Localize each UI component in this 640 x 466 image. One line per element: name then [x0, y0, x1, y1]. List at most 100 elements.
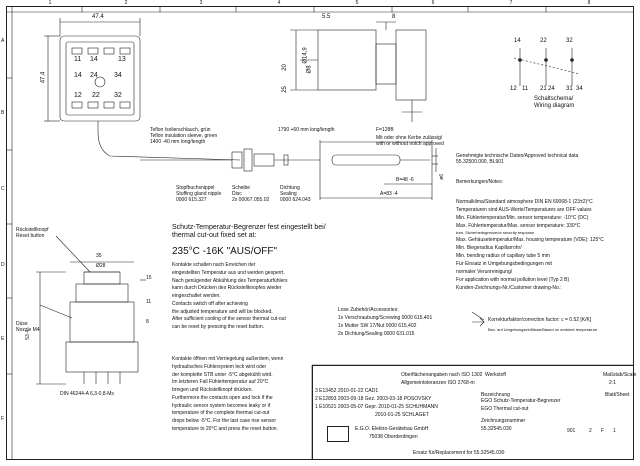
teflon-length: 1400 -40 mm long/length	[150, 138, 206, 145]
tb-drawing-no: 55.32545.030	[481, 426, 512, 432]
stopf-en: Stuffing gland nipple	[176, 190, 222, 197]
dim-reset-v: 15	[146, 275, 152, 281]
terminal-14b: 14	[74, 72, 82, 79]
tech-data-title: Genehmigte technische Daten/Approved tec…	[456, 153, 579, 166]
wiring-label-en: Wiring diagram	[534, 102, 575, 109]
nozzle-en: Nozzle M4	[16, 326, 40, 333]
diagram-34: 34	[576, 86, 583, 92]
sealing-label: Dichtung Sealing 0000 624.043	[280, 185, 311, 203]
tb-scale-label: Maßstab/Scale	[603, 372, 637, 378]
note-2: Temperaturen sind AUS-Werte/Temperatures…	[456, 207, 592, 213]
col-8: 8	[587, 0, 591, 6]
drawn-name: POSOVSKY	[403, 396, 432, 402]
title-block: Oberflächenangaben nach ISO 1302 Allgeme…	[312, 365, 637, 460]
tech-title-line1: Genehmigte technische Daten/Approved tec…	[456, 153, 579, 159]
fixed-set-value: 235°C -16K "AUS/OFF"	[172, 246, 278, 257]
col-7: 7	[509, 0, 513, 6]
dim-side-height: 47.4	[40, 71, 47, 84]
rev1-ref: E10521	[319, 404, 337, 410]
dim-right-v2: 25	[281, 86, 288, 93]
dim-reset-8: 8	[146, 319, 149, 325]
diagram-31: 31	[566, 86, 573, 92]
function-text-1: Kontakte schalten nach Erreichen der ein…	[172, 262, 288, 332]
wiring-label-de: Schaltschema/	[534, 96, 574, 102]
dim-phi: ø6	[439, 173, 446, 180]
diagram-24: 24	[548, 86, 555, 92]
tb-approved: 2010-01-25 SCHLAGET	[375, 412, 429, 418]
sealing-en: Sealing	[280, 190, 297, 197]
notch-de: Mit oder ohne Kerbe zulässig/	[376, 135, 443, 141]
notes-heading: Bemerkungen/Notes:	[456, 179, 503, 185]
row-f: F	[1, 416, 5, 422]
accessory-1: 1x Verschraubung/Screwing 0000 615.401	[338, 315, 433, 321]
accessories-list: Lose Zubehör/Accessories: 1x Verschraubu…	[338, 306, 432, 338]
rev2-ref: E12893	[319, 396, 337, 402]
checked-name: SCHUHMANN	[405, 404, 438, 410]
note-11: For application with normal pollution le…	[456, 277, 570, 284]
en1-line-1: Contacts switch off after achieving	[172, 300, 248, 307]
de2-line-2: hydraulisches Fühlersystem leck wird ode…	[172, 363, 267, 370]
tb-surface: Oberflächenangaben nach ISO 1302	[401, 372, 483, 378]
cap-len-tol: +60 mm long/length	[290, 127, 335, 133]
en1-line-4: can be reset by pressing the reset butto…	[172, 324, 264, 330]
correction-factor: Korrekturfaktor/correction factor: c = 0…	[488, 317, 592, 323]
rev3-name: CAD1	[364, 388, 379, 394]
terminal-34: 34	[114, 72, 122, 79]
note-5: bzw. Sicherheitsgrenze/or security respo…	[456, 230, 535, 235]
dim-right-h2: 8	[392, 14, 396, 20]
tb-title-1: EGO Schutz-Temperatur-Begrenzer	[481, 398, 561, 404]
en1-line-3: After sufficient cooling of the sensor t…	[172, 316, 286, 323]
accessory-3: 2x Dichtung/Sealing 0000 631.015	[338, 331, 415, 337]
tb-rev-3: 3 E13452 2010-01-22 CAD1	[315, 388, 378, 394]
note-3: Min. Fühlertemperatur/Min. sensor temper…	[456, 215, 589, 221]
tb-scale: 2:1	[609, 380, 616, 386]
dim-cap-len: 1790 +60 mm long/length	[278, 127, 335, 134]
note-10: normaler Verunreinigung/	[456, 269, 513, 276]
dim-right-d1: Ø14,9	[302, 47, 309, 64]
diagram-11: 11	[522, 86, 529, 92]
note-4: Max. Fühlertemperatur/Max. sensor temper…	[456, 223, 581, 229]
tb-tolerances: Allgemeintoleranzen ISO 2768-m	[401, 380, 475, 386]
dim-right-h1: 5.5	[322, 14, 331, 20]
diagram-32: 32	[566, 38, 573, 44]
de1-line-1: Kontakte schalten nach Erreichen der	[172, 262, 256, 268]
diagram-14: 14	[514, 38, 521, 44]
tb-title-2: EGO Thermal cut-out	[481, 406, 529, 412]
dim-right-d2: Ø8	[306, 65, 313, 74]
terminal-12: 12	[74, 92, 82, 99]
row-c: C	[1, 186, 5, 192]
de2-line-3: der komplette STB unter -5°C abgekühlt w…	[172, 371, 273, 378]
note-1: Normalklima/Standard atmosphere DIN EN 6…	[456, 199, 593, 205]
dim-reset-d: Ø28	[96, 263, 106, 269]
disc-de: Scheibe	[232, 185, 251, 191]
din-label: DIN 46244-A 6,3-0,8-Ms	[60, 391, 114, 397]
tb-blatt: 1	[613, 428, 616, 434]
dim-reset-1: 11	[146, 299, 152, 305]
col-6: 6	[431, 0, 435, 6]
tb-city: 75038 Oberderdingen	[369, 434, 418, 440]
nozzle-de: Düse	[16, 321, 28, 327]
tb-sheet-label: Blatt/Sheet	[605, 392, 630, 398]
dim-reset-w: 35	[96, 253, 102, 259]
row-a: A	[1, 38, 5, 44]
rev2-date: 2003-09-18	[337, 396, 364, 402]
de2-line-9: drops below -5°C. For the last case rise…	[172, 418, 276, 424]
reset-de: Rückstellknopf	[16, 227, 49, 233]
note-6: Max. Gehäusetemperatur/Max. housing temp…	[456, 237, 604, 244]
disc-label: Scheibe Disc 2x 00067.055.02	[232, 185, 269, 203]
notch-label: Mit oder ohne Kerbe zulässig/ with or wi…	[376, 135, 444, 148]
correction-note: Bez. auf Umgebungseinflüsse/Based on amb…	[488, 327, 598, 332]
drawn-date: 2003-03-18	[376, 396, 403, 402]
cap-len-value: 1790	[278, 127, 290, 133]
disc-en: Disc	[232, 190, 242, 197]
de2-line-6: Furthermore the contacts open and lock i…	[172, 394, 273, 401]
de1-line-3: Nach genügender Abkühlung des Temperatur…	[172, 277, 288, 284]
col-2: 2	[124, 0, 128, 6]
col-3: 3	[199, 0, 203, 6]
de2-line-1: Kontakte öffnen mit Verriegelung außerde…	[172, 356, 284, 362]
terminal-24: 24	[90, 72, 98, 79]
accessories-heading: Lose Zubehör/Accessories:	[338, 307, 399, 313]
note-9: Für Einsatz in Umgebungsbedingungen mit	[456, 261, 552, 268]
dim-reset-h: 53.4	[24, 330, 31, 340]
